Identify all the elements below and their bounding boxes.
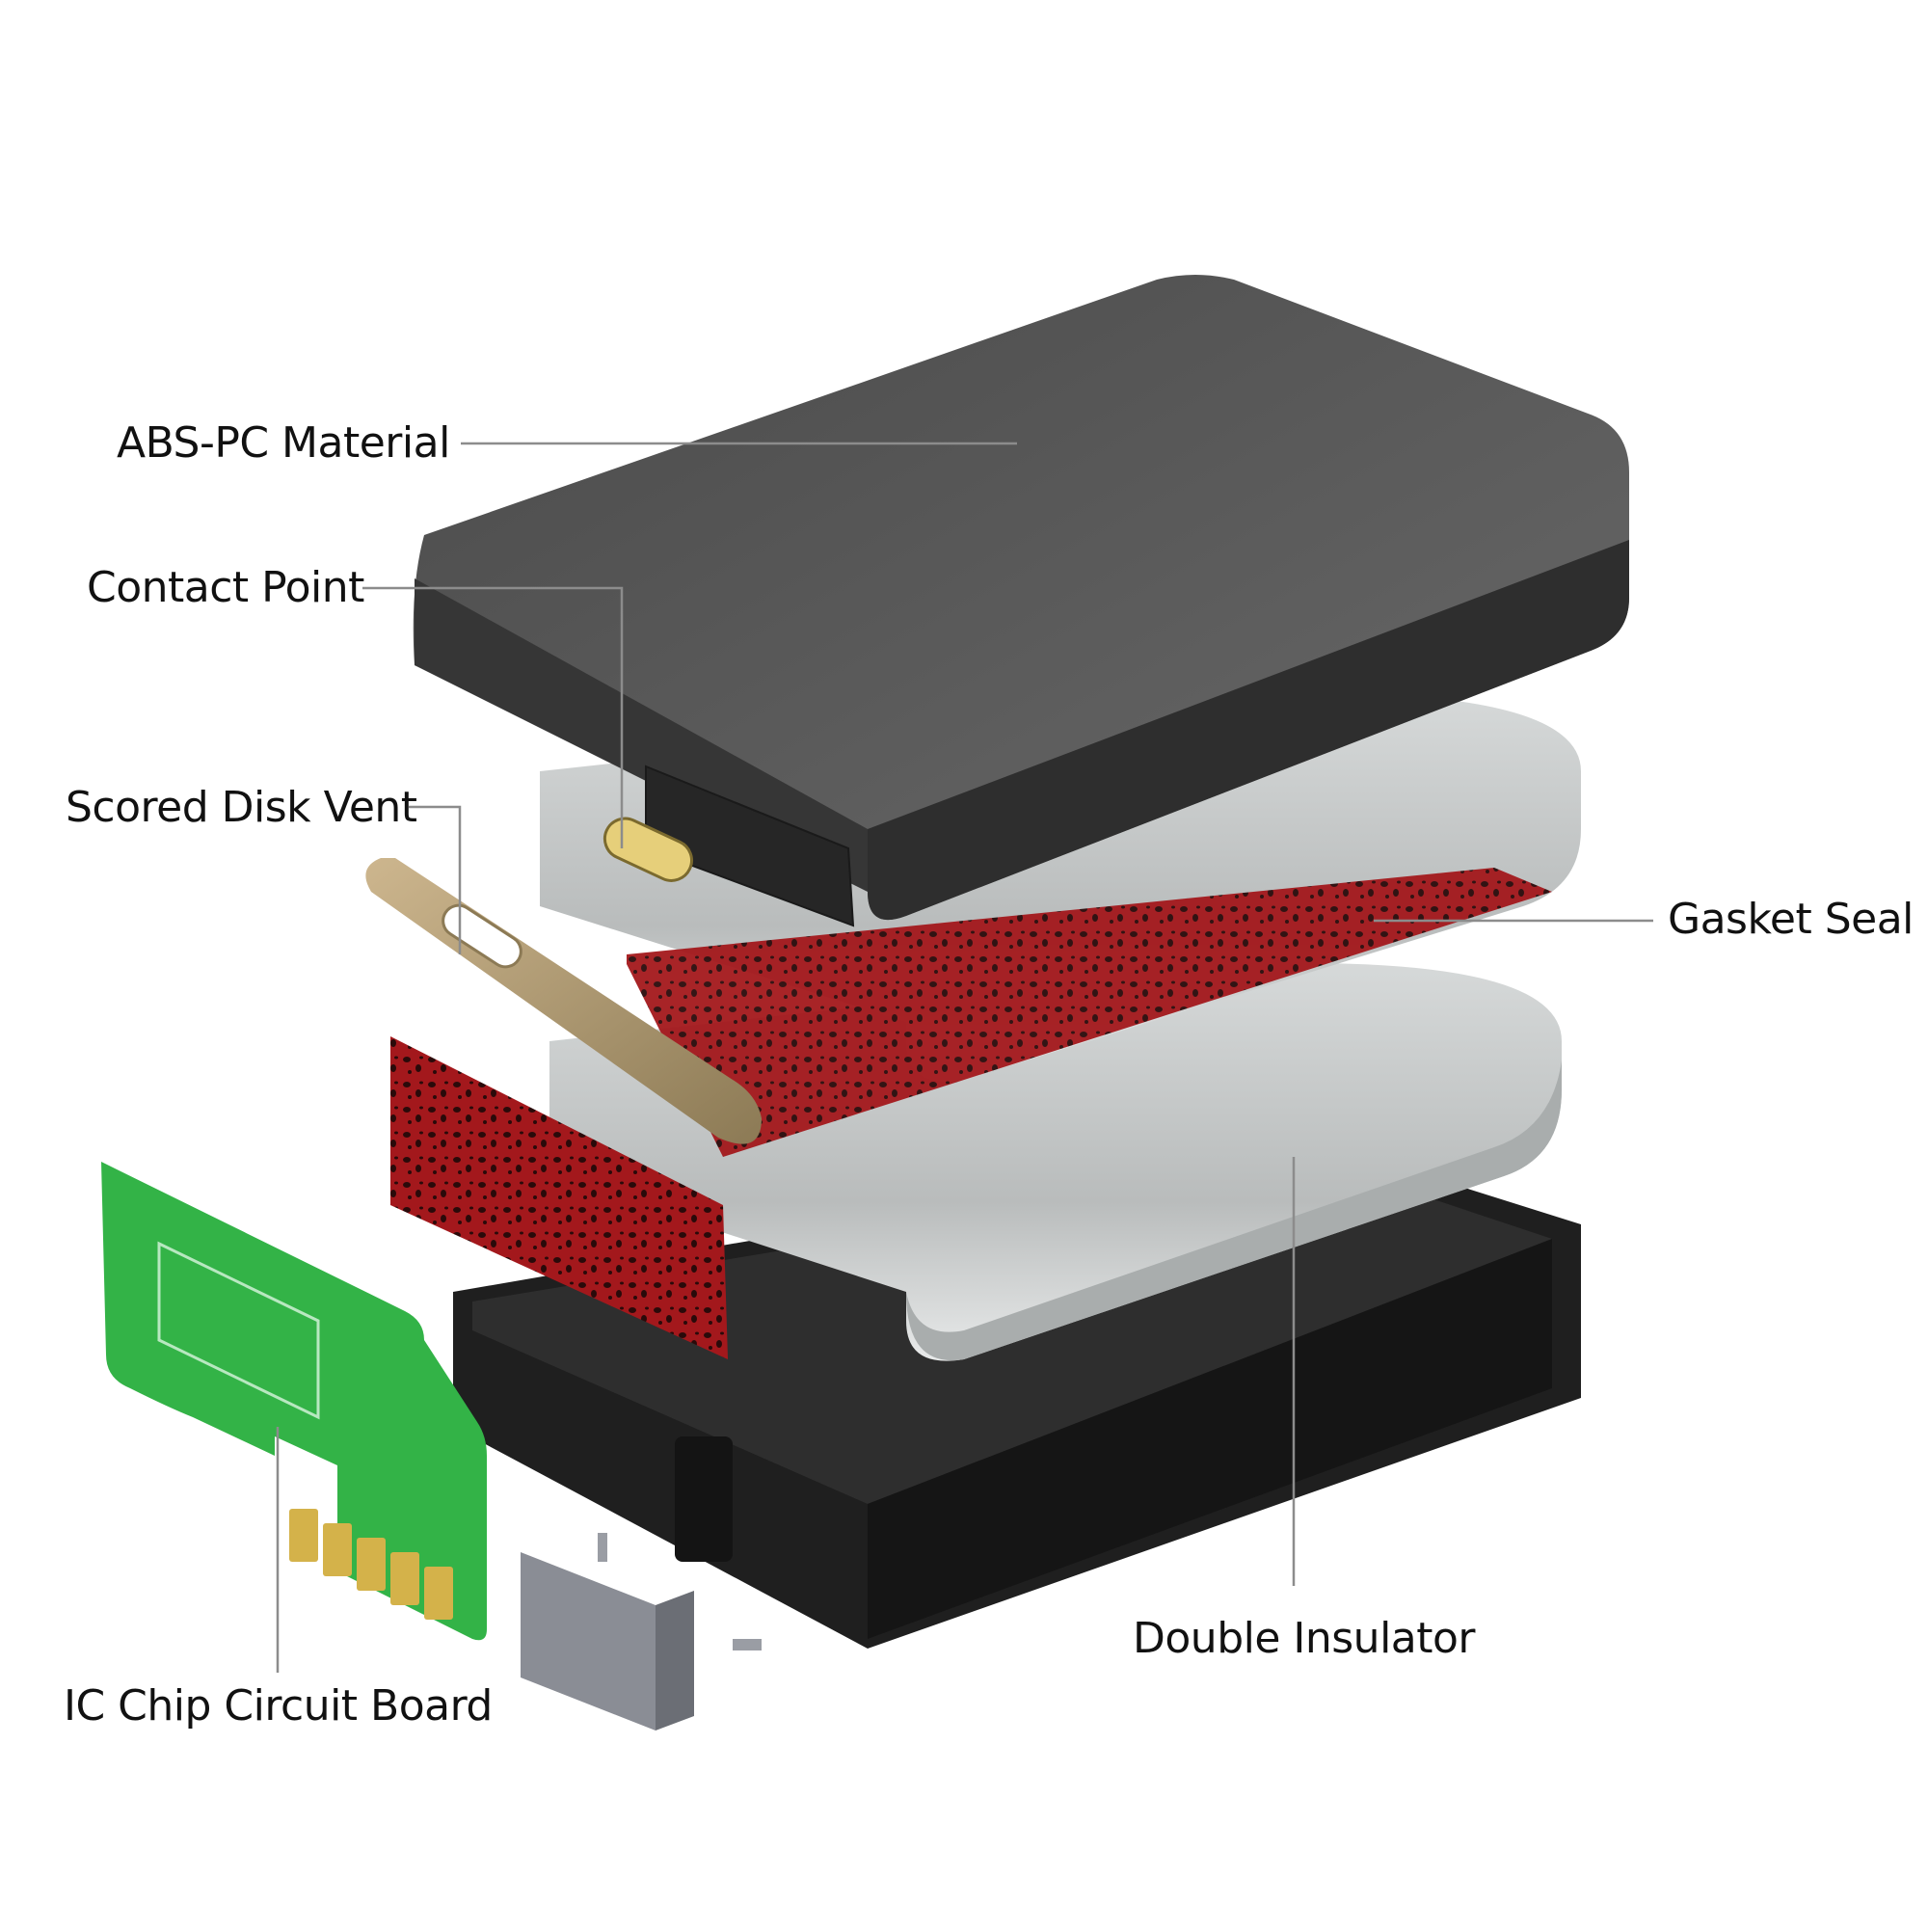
label-gasket-seal: Gasket Seal [1668, 895, 1914, 944]
contact-point-pad [602, 817, 693, 882]
label-contact-point: Contact Point [87, 563, 364, 612]
scored-disk-vent-plate [365, 858, 762, 1144]
label-double-insulator: Double Insulator [1133, 1614, 1476, 1663]
label-abs-pc-material: ABS-PC Material [117, 418, 450, 468]
leader-contact-point [362, 586, 624, 848]
label-ic-chip-circuit-board: IC Chip Circuit Board [64, 1681, 493, 1731]
label-scored-disk-vent: Scored Disk Vent [66, 783, 417, 832]
top-case [413, 275, 1629, 927]
gasket-side-strip [390, 1036, 728, 1359]
ic-circuit-board [101, 1162, 487, 1641]
output-connector [521, 1533, 762, 1731]
leader-lines [276, 442, 1653, 1673]
leader-scored-disk-vent [409, 805, 462, 954]
gasket-seal-sheet [627, 868, 1552, 1157]
